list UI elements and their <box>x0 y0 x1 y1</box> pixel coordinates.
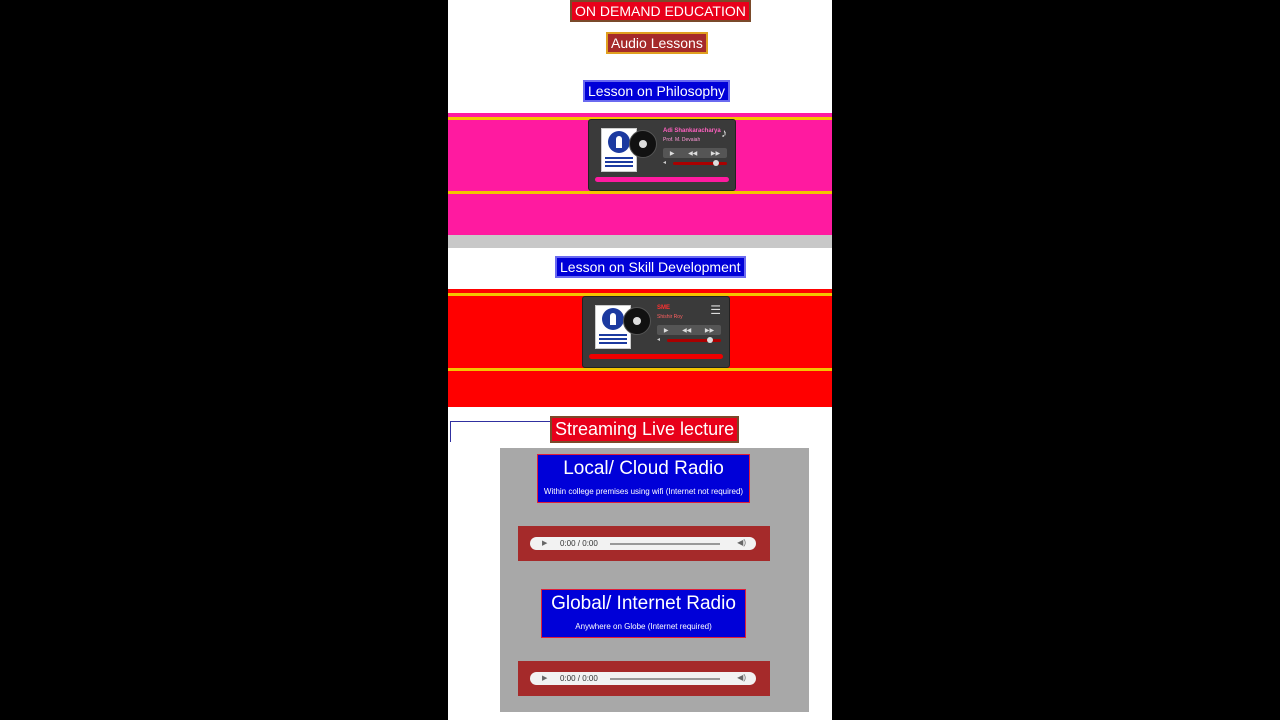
global-radio-audio-player[interactable]: ▶ 0:00 / 0:00 ◀) <box>530 672 756 685</box>
radio-title: Local/ Cloud Radio <box>563 458 724 479</box>
radio-title: Global/ Internet Radio <box>551 593 736 614</box>
previous-icon[interactable]: ◀◀ <box>682 327 692 334</box>
next-icon[interactable]: ▶▶ <box>704 327 715 334</box>
local-radio-audio-frame: ▶ 0:00 / 0:00 ◀) <box>518 526 770 561</box>
player-controls: ▶ ◀◀ ▶▶ <box>657 325 721 335</box>
slider-knob[interactable] <box>707 337 713 343</box>
previous-icon[interactable]: ◀◀ <box>688 150 698 157</box>
band-line <box>448 191 832 194</box>
page-title: ON DEMAND EDUCATION <box>570 0 751 22</box>
progress-bar[interactable] <box>595 177 729 182</box>
audio-time: 0:00 / 0:00 <box>560 674 598 683</box>
playlist-icon[interactable]: ♪ <box>721 126 727 140</box>
vinyl-disc-icon <box>623 307 651 335</box>
local-radio-card: Local/ Cloud Radio Within college premis… <box>537 454 750 503</box>
lesson-heading-philosophy: Lesson on Philosophy <box>583 80 730 102</box>
volume-slider[interactable] <box>667 337 721 343</box>
decor-box-outline <box>450 421 551 442</box>
audio-player-philosophy[interactable]: Adi Shankaracharya Prof. M. Devaiah ♪ ▶ … <box>588 119 736 191</box>
global-radio-audio-frame: ▶ 0:00 / 0:00 ◀) <box>518 661 770 696</box>
player-track-speaker: Prof. M. Devaiah <box>663 137 701 143</box>
gray-divider <box>448 235 832 248</box>
logo-mark-icon <box>602 308 624 330</box>
local-radio-audio-player[interactable]: ▶ 0:00 / 0:00 ◀) <box>530 537 756 550</box>
page: ON DEMAND EDUCATION Audio Lessons Lesson… <box>448 0 832 720</box>
lesson-band-skill-development: SME Shishir Roy ☰ ▶ ◀◀ ▶▶ ◂ <box>448 289 832 407</box>
play-icon[interactable]: ▶ <box>669 150 675 157</box>
player-track-title: Adi Shankaracharya <box>663 128 721 134</box>
volume-icon[interactable]: ◂ <box>657 337 661 343</box>
play-icon[interactable]: ▶ <box>663 327 669 334</box>
radio-description: Anywhere on Globe (Internet required) <box>575 622 712 631</box>
play-icon[interactable]: ▶ <box>542 540 548 547</box>
global-radio-card: Global/ Internet Radio Anywhere on Globe… <box>541 589 746 638</box>
radio-description: Within college premises using wifi (Inte… <box>543 487 744 496</box>
volume-icon[interactable]: ◂ <box>663 160 667 166</box>
audio-time: 0:00 / 0:00 <box>560 539 598 548</box>
live-radio-panel: Local/ Cloud Radio Within college premis… <box>500 448 809 712</box>
band-line <box>448 117 832 120</box>
audio-seek-track[interactable] <box>610 678 720 680</box>
audio-player-skill-development[interactable]: SME Shishir Roy ☰ ▶ ◀◀ ▶▶ ◂ <box>582 296 730 368</box>
audio-seek-track[interactable] <box>610 543 720 545</box>
player-track-title: SME <box>657 305 671 311</box>
lesson-band-philosophy: Adi Shankaracharya Prof. M. Devaiah ♪ ▶ … <box>448 113 832 235</box>
volume-icon[interactable]: ◀) <box>737 673 746 682</box>
volume-icon[interactable]: ◀) <box>737 538 746 547</box>
progress-bar[interactable] <box>589 354 723 359</box>
lesson-heading-skill-development: Lesson on Skill Development <box>555 256 746 278</box>
player-controls: ▶ ◀◀ ▶▶ <box>663 148 727 158</box>
next-icon[interactable]: ▶▶ <box>710 150 721 157</box>
logo-mark-icon <box>608 131 630 153</box>
playlist-icon[interactable]: ☰ <box>710 303 721 317</box>
live-lecture-heading: Streaming Live lecture <box>550 416 740 443</box>
vinyl-disc-icon <box>629 130 657 158</box>
volume-slider[interactable] <box>673 160 727 166</box>
slider-knob[interactable] <box>713 160 719 166</box>
player-track-speaker: Shishir Roy <box>657 314 683 320</box>
band-line <box>448 368 832 371</box>
section-subtitle: Audio Lessons <box>606 32 708 54</box>
play-icon[interactable]: ▶ <box>542 675 548 682</box>
band-line <box>448 293 832 296</box>
